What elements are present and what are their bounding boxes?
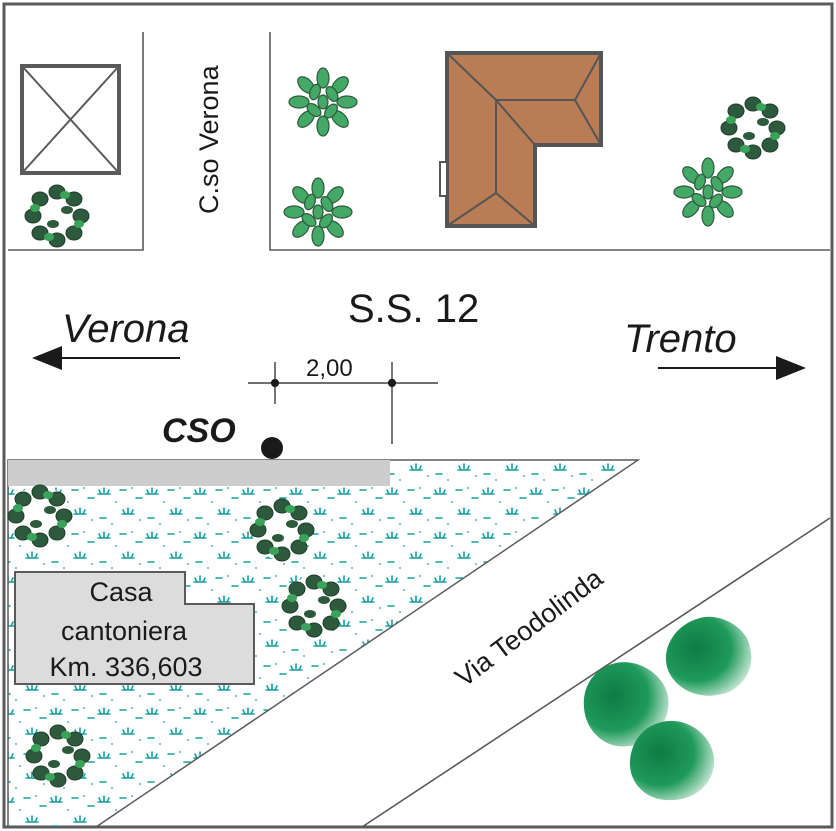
tree-icon xyxy=(281,574,347,638)
house-roof xyxy=(439,51,603,228)
bush-cluster xyxy=(583,616,752,801)
tree-icon xyxy=(24,184,90,248)
street-label-corso-verona: C.so Verona xyxy=(194,64,224,214)
cso-point-marker xyxy=(261,437,283,459)
bush-icon xyxy=(665,616,752,696)
building-label-line1: Casa xyxy=(89,577,153,607)
small-building xyxy=(20,64,121,175)
building-label-line3: Km. 336,603 xyxy=(49,652,202,682)
green-area xyxy=(7,459,641,828)
tree-icon xyxy=(7,484,73,548)
building-label-box: Casa cantoniera Km. 336,603 xyxy=(14,571,255,685)
street-edges xyxy=(8,32,830,251)
shrub-icon xyxy=(673,157,743,227)
tree-icon xyxy=(25,724,91,788)
bush-icon xyxy=(583,662,669,747)
road-label-ss12: S.S. 12 xyxy=(348,287,479,331)
dimension-label: 2,00 xyxy=(306,355,353,382)
sidewalk xyxy=(8,460,390,486)
shrub-icon xyxy=(288,67,358,137)
tree-icon xyxy=(249,498,315,562)
tree-icon xyxy=(720,96,786,160)
direction-label-verona: Verona xyxy=(62,307,190,351)
arrow-right-head-icon xyxy=(776,356,806,380)
bush-icon xyxy=(629,720,715,801)
arrow-left-head-icon xyxy=(32,346,62,370)
building-label-line2: cantoniera xyxy=(61,616,188,646)
point-label-cso: CSO xyxy=(162,412,236,450)
shrub-icon xyxy=(283,177,353,247)
direction-label-trento: Trento xyxy=(624,317,737,361)
via-teodolinda-edge xyxy=(361,517,831,828)
dimension-line xyxy=(248,362,438,444)
